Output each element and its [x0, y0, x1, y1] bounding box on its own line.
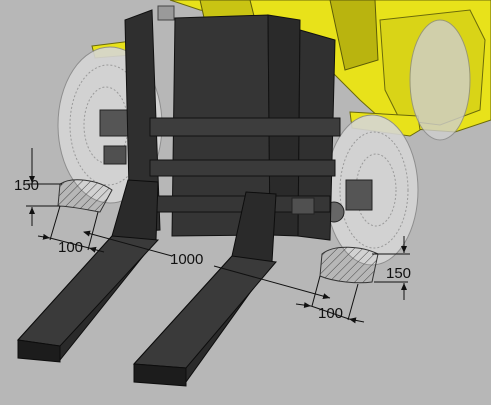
dimension-right-height: 150: [372, 236, 411, 300]
left-tire-section: [57, 179, 113, 213]
dim-left-width-label: 100: [58, 239, 83, 256]
dim-left-height-label: 150: [14, 177, 39, 194]
dim-right-height-label: 150: [386, 265, 411, 282]
dim-spacing-label: 1000: [170, 251, 203, 268]
right-wheel: [323, 19, 471, 266]
dimension-right-width: 100: [295, 275, 365, 324]
dimension-spacing: 1000: [83, 230, 331, 300]
right-fork: [132, 191, 277, 387]
dim-right-width-label: 100: [318, 305, 343, 322]
right-tire-section: [319, 246, 379, 284]
mast-carriage: [103, 9, 341, 241]
left-fork: [16, 179, 160, 363]
dimension-left-height: 150: [14, 148, 62, 226]
dimension-left-width: 100: [37, 205, 105, 256]
